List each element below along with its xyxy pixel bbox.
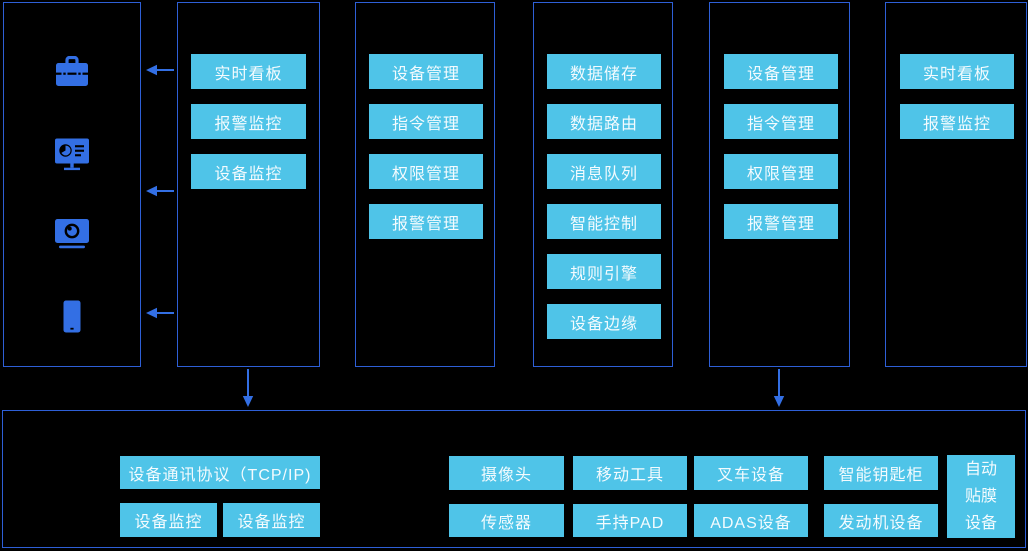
node-sensor-device: 传感器 — [449, 504, 564, 537]
node-engine-device: 发动机设备 — [824, 504, 938, 537]
node-data-storage: 数据储存 — [547, 54, 661, 89]
auto-film-line-1: 自动 — [964, 461, 997, 478]
node-device-monitor-b: 设备监控 — [223, 503, 320, 537]
node-command-management: 指令管理 — [369, 104, 483, 139]
smartphone-icon — [63, 300, 81, 333]
node-device-monitor: 设备监控 — [191, 154, 306, 189]
device-access-panel: 设备通讯协议（TCP/IP) 设备监控 设备监控 摄像头 移动工具 叉车设备 智… — [2, 410, 1026, 548]
node-forklift-device: 叉车设备 — [694, 456, 808, 490]
node-realtime-dashboard: 实时看板 — [191, 54, 306, 89]
node-intelligent-control: 智能控制 — [547, 204, 661, 239]
node-adas-device: ADAS设备 — [694, 504, 808, 537]
platform-core-column: 数据储存 数据路由 消息队列 智能控制 规则引擎 设备边缘 — [533, 2, 673, 367]
management-column-right: 设备管理 指令管理 权限管理 报警管理 — [709, 2, 850, 367]
dashboard-monitor-icon — [54, 138, 90, 171]
arrow-down-left-icon — [242, 369, 254, 407]
node-permission-management: 权限管理 — [369, 154, 483, 189]
node-alarm-monitor-2: 报警监控 — [900, 104, 1014, 139]
node-handheld-pad: 手持PAD — [573, 504, 687, 537]
arrow-left-top-icon — [146, 64, 174, 76]
toolbox-icon — [55, 56, 89, 86]
node-message-queue: 消息队列 — [547, 154, 661, 189]
node-alarm-management-2: 报警管理 — [724, 204, 838, 239]
camera-icon — [54, 219, 90, 250]
node-device-monitor-a: 设备监控 — [120, 503, 217, 537]
node-device-management-2: 设备管理 — [724, 54, 838, 89]
node-command-management-2: 指令管理 — [724, 104, 838, 139]
auto-film-line-3: 设备 — [964, 515, 997, 532]
node-rule-engine: 规则引擎 — [547, 254, 661, 289]
node-smart-key-cabinet: 智能钥匙柜 — [824, 456, 938, 490]
node-data-routing: 数据路由 — [547, 104, 661, 139]
device-icons-panel — [3, 2, 141, 367]
node-device-management: 设备管理 — [369, 54, 483, 89]
auto-film-line-2: 贴膜 — [964, 488, 997, 505]
node-mobile-tool: 移动工具 — [573, 456, 687, 490]
node-auto-film-device: 自动 贴膜 设备 — [947, 455, 1015, 538]
monitor-column-right: 实时看板 报警监控 — [885, 2, 1027, 367]
node-device-edge: 设备边缘 — [547, 304, 661, 339]
arrow-left-bottom-icon — [146, 307, 174, 319]
management-column-left: 设备管理 指令管理 权限管理 报警管理 — [355, 2, 495, 367]
node-camera-device: 摄像头 — [449, 456, 564, 490]
arrow-down-right-icon — [773, 369, 785, 407]
monitor-column-left: 实时看板 报警监控 设备监控 — [177, 2, 320, 367]
node-protocol-tcpip: 设备通讯协议（TCP/IP) — [120, 456, 320, 489]
node-permission-management-2: 权限管理 — [724, 154, 838, 189]
node-realtime-dashboard-2: 实时看板 — [900, 54, 1014, 89]
node-alarm-monitor: 报警监控 — [191, 104, 306, 139]
arrow-left-middle-icon — [146, 185, 174, 197]
node-alarm-management: 报警管理 — [369, 204, 483, 239]
